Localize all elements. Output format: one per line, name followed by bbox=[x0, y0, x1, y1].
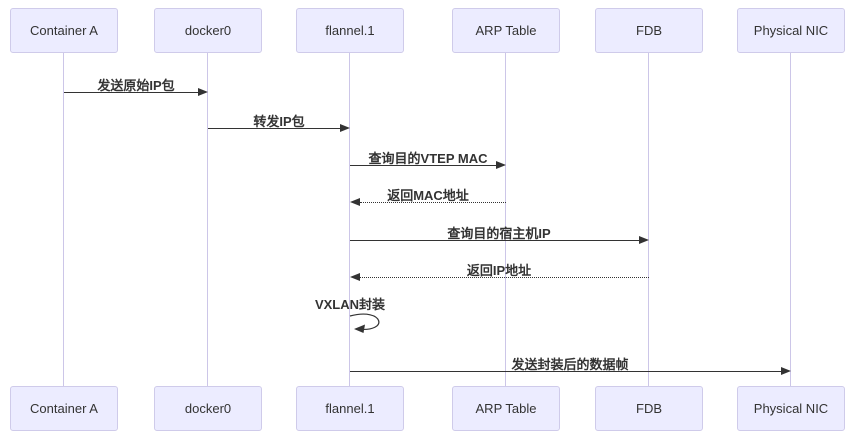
message-label: 返回MAC地址 bbox=[387, 188, 469, 203]
lifeline-arp-table bbox=[505, 53, 506, 386]
actor-physical-nic-bottom: Physical NIC bbox=[737, 386, 845, 431]
actor-container-a-top: Container A bbox=[10, 8, 118, 53]
actor-docker0-bottom: docker0 bbox=[154, 386, 262, 431]
message-label: 查询目的VTEP MAC bbox=[368, 151, 488, 166]
message-line bbox=[360, 202, 506, 203]
message-label: 发送原始IP包 bbox=[97, 78, 175, 93]
actor-label: docker0 bbox=[184, 23, 232, 38]
actor-arp-table-top: ARP Table bbox=[452, 8, 560, 53]
actor-flannel1-bottom: flannel.1 bbox=[296, 386, 404, 431]
actor-label: FDB bbox=[636, 23, 662, 38]
actor-label: ARP Table bbox=[475, 401, 537, 416]
message-label: 返回IP地址 bbox=[466, 263, 532, 278]
message-line bbox=[350, 371, 782, 372]
message-line bbox=[350, 165, 497, 166]
arrowhead-left-icon bbox=[350, 198, 360, 206]
lifeline-fdb bbox=[648, 53, 649, 386]
actor-label: flannel.1 bbox=[325, 23, 375, 38]
actor-label: Container A bbox=[30, 23, 98, 38]
actor-label: Physical NIC bbox=[753, 23, 829, 38]
actor-docker0-top: docker0 bbox=[154, 8, 262, 53]
actor-label: flannel.1 bbox=[325, 401, 375, 416]
lifeline-physical-nic bbox=[790, 53, 791, 386]
actor-physical-nic-top: Physical NIC bbox=[737, 8, 845, 53]
actor-label: ARP Table bbox=[475, 23, 537, 38]
self-loop-arrow-icon bbox=[349, 313, 380, 333]
message-label: 转发IP包 bbox=[253, 114, 305, 129]
actor-fdb-bottom: FDB bbox=[595, 386, 703, 431]
actor-arp-table-bottom: ARP Table bbox=[452, 386, 560, 431]
arrowhead-right-icon bbox=[639, 236, 649, 244]
lifeline-container-a bbox=[63, 53, 64, 386]
arrowhead-right-icon bbox=[340, 124, 350, 132]
message-label: 发送封装后的数据帧 bbox=[511, 357, 629, 372]
message-line bbox=[64, 92, 199, 93]
message-line bbox=[208, 128, 341, 129]
lifeline-docker0 bbox=[207, 53, 208, 386]
actor-label: Container A bbox=[30, 401, 98, 416]
arrowhead-right-icon bbox=[781, 367, 791, 375]
actor-flannel1-top: flannel.1 bbox=[296, 8, 404, 53]
arrowhead-right-icon bbox=[198, 88, 208, 96]
message-label: VXLAN封装 bbox=[314, 297, 386, 312]
actor-container-a-bottom: Container A bbox=[10, 386, 118, 431]
actor-label: Physical NIC bbox=[753, 401, 829, 416]
actor-label: FDB bbox=[636, 401, 662, 416]
actor-fdb-top: FDB bbox=[595, 8, 703, 53]
lifeline-flannel1 bbox=[349, 53, 350, 386]
arrowhead-right-icon bbox=[496, 161, 506, 169]
arrowhead-left-icon bbox=[350, 273, 360, 281]
message-label: 查询目的宿主机IP bbox=[447, 226, 551, 241]
message-line bbox=[360, 277, 649, 278]
message-line bbox=[350, 240, 640, 241]
actor-label: docker0 bbox=[184, 401, 232, 416]
